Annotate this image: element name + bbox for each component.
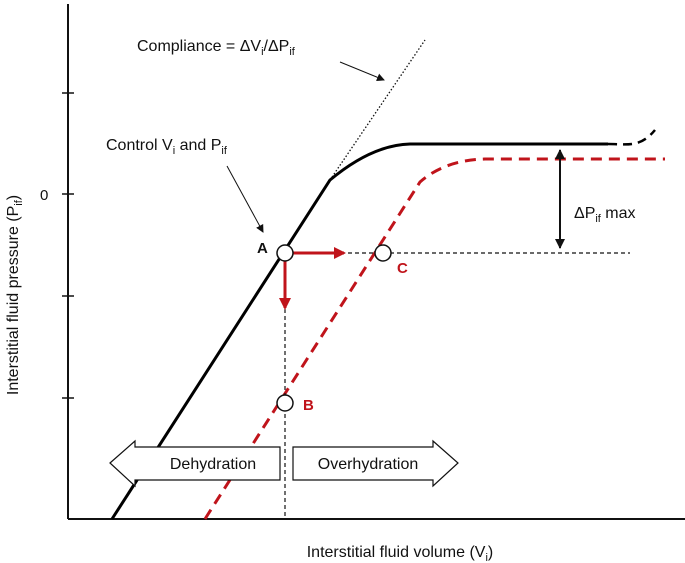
shifted-compliance-curve xyxy=(203,157,665,520)
y-zero-tick-label: 0 xyxy=(40,187,48,204)
point-a-label: A xyxy=(257,240,268,257)
dehydration-arrow xyxy=(109,439,281,488)
compliance-pointer-arrow xyxy=(339,61,385,82)
compliance-tangent-line xyxy=(329,39,426,181)
overhydration-arrow xyxy=(292,439,459,488)
dehydration-label: Dehydration xyxy=(170,456,256,473)
control-annotation: Control Vi and Pif xyxy=(106,137,228,157)
point-c-marker xyxy=(374,244,392,262)
control-pointer-arrow xyxy=(226,165,264,233)
point-b-label: B xyxy=(303,397,314,414)
x-axis-label: Interstitial fluid volume (Vi) xyxy=(307,544,494,563)
compliance-annotation: Compliance = ΔVi/ΔPif xyxy=(137,38,296,58)
normal-compliance-curve xyxy=(110,142,608,520)
point-a-marker xyxy=(276,244,294,262)
delta-pif-max-label: ΔPif max xyxy=(574,205,636,225)
y-axis-label: Interstitial fluid pressure (Pif) xyxy=(5,195,25,395)
overhydration-label: Overhydration xyxy=(318,456,419,473)
point-b-marker xyxy=(276,394,294,412)
point-c-label: C xyxy=(397,260,408,277)
normal-curve-dashed-extension xyxy=(607,129,656,146)
